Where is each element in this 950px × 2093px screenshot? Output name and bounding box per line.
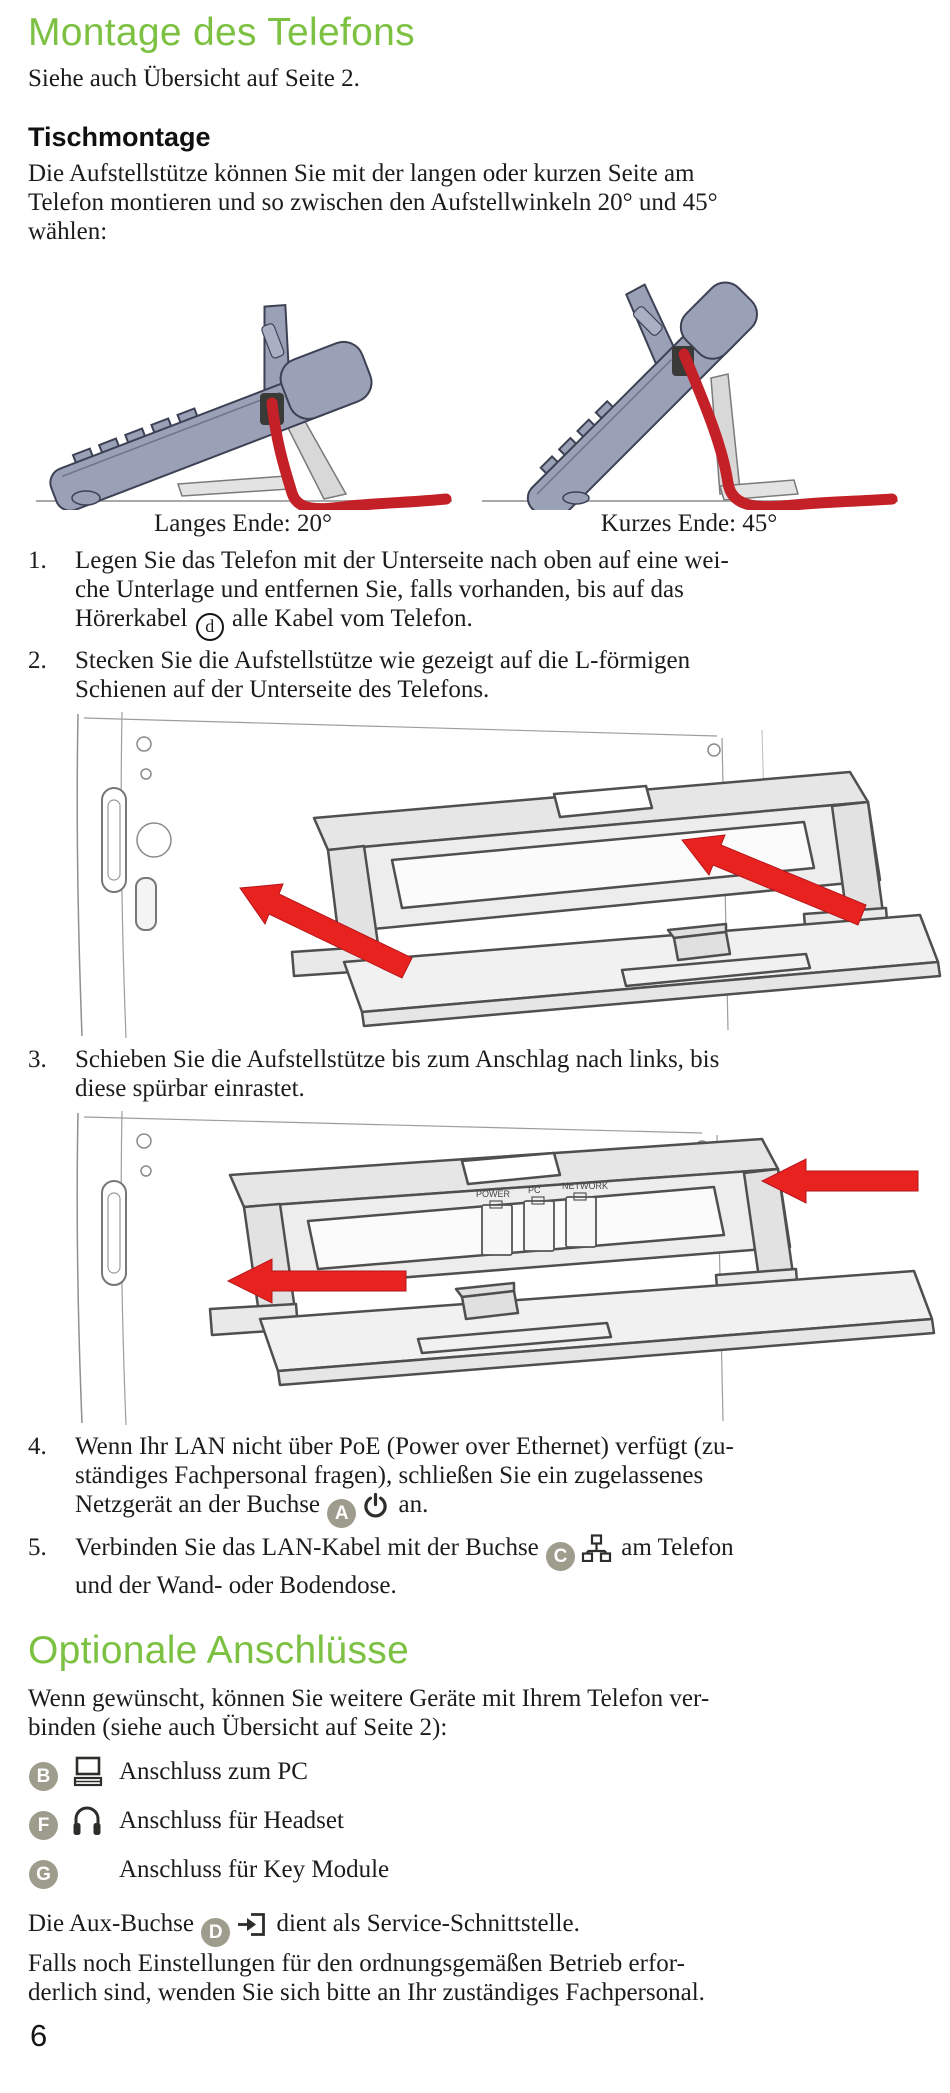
desk-stand xyxy=(290,770,942,1028)
connection-ports: POWER PC NETWORK xyxy=(476,1181,608,1256)
step-text: Legen Sie das Telefon mit der Unterseite… xyxy=(75,546,920,641)
optional-intro: Wenn gewünscht, können Sie weitere Gerät… xyxy=(28,1685,710,1741)
socket-c-badge: C xyxy=(546,1542,576,1571)
socket-a-badge: A xyxy=(327,1499,357,1528)
phone-20deg-figure xyxy=(36,303,452,510)
mounting-steps: 1. Legen Sie das Telefon mit der Unterse… xyxy=(28,546,942,1600)
connection-label: Anschluss für Headset xyxy=(119,1807,344,1834)
step-5: 5. Verbinden Sie das LAN-Kabel mit der B… xyxy=(28,1533,920,1600)
connection-label: Anschluss für Key Module xyxy=(119,1856,390,1883)
figure-long-end: Langes Ende: 20° xyxy=(28,258,458,538)
service-note: Falls noch Einstellungen für den ordnung… xyxy=(28,1950,705,2006)
handset-cable xyxy=(266,397,452,510)
step-1: 1. Legen Sie das Telefon mit der Unterse… xyxy=(28,546,920,641)
montage-subtitle: Siehe auch Übersicht auf Seite 2. xyxy=(28,65,360,92)
step-3: 3. Schieben Sie die Aufstellstütze bis z… xyxy=(28,1045,920,1103)
red-arrow-right-icon xyxy=(760,1158,919,1204)
step-text: Verbinden Sie das LAN-Kabel mit der Buch… xyxy=(75,1533,920,1600)
socket-d-badge: D xyxy=(201,1918,231,1947)
handset-cord-d-icon: d xyxy=(195,613,224,641)
step-2: 2. Stecken Sie die Aufstellstütze wie ge… xyxy=(28,646,920,704)
phone-body xyxy=(49,303,373,510)
port-label-network: NETWORK xyxy=(562,1181,608,1191)
step-text-segment: Wenn Ihr LAN nicht über PoE (Power over … xyxy=(75,1433,734,1518)
step-text-segment: am Telefon und der Wand- oder Bodendose. xyxy=(75,1534,734,1599)
badge-cell: G xyxy=(28,1852,71,1889)
step-number: 3. xyxy=(28,1046,47,1073)
badge-cell: B xyxy=(28,1754,71,1791)
optional-connections-section: Optionale Anschlüsse Wenn gewünscht, kön… xyxy=(28,1628,920,2007)
network-icon xyxy=(581,1534,612,1569)
connection-row-pc: B Anschluss zum PC xyxy=(28,1753,920,1791)
step-4: 4. Wenn Ihr LAN nicht über PoE (Power ov… xyxy=(28,1432,920,1528)
power-icon xyxy=(362,1492,389,1526)
rail-slot xyxy=(135,877,157,931)
desk-mount-heading: Tischmontage xyxy=(28,122,211,152)
step-text-segment: Verbinden Sie das LAN-Kabel mit der Buch… xyxy=(75,1534,546,1561)
aux-port-icon xyxy=(236,1911,267,1946)
step-text: Schieben Sie die Aufstellstütze bis zum … xyxy=(75,1046,720,1102)
socket-g-badge: G xyxy=(29,1859,58,1889)
connection-label: Anschluss zum PC xyxy=(119,1758,308,1785)
step-number: 2. xyxy=(28,647,47,674)
red-arrow-left-icon xyxy=(226,1258,407,1304)
connection-row-key-module: G Anschluss für Key Module xyxy=(28,1851,920,1889)
socket-f-badge: F xyxy=(29,1810,58,1840)
stand-mounting-drawing xyxy=(62,710,942,1040)
step-text-segment: alle Kabel vom Telefon. xyxy=(225,605,473,632)
handset-cable xyxy=(678,348,898,510)
figure-short-end: Kurzes Ende: 45° xyxy=(474,258,904,538)
desk-mount-intro: Die Aufstellstütze können Sie mit der la… xyxy=(28,160,718,245)
step-text: Stecken Sie die Aufstellstütze wie gezei… xyxy=(75,647,691,703)
badge-cell: F xyxy=(28,1803,71,1840)
desk-stand xyxy=(208,1137,936,1387)
step-number: 4. xyxy=(28,1433,47,1460)
port-label-power: POWER xyxy=(476,1189,511,1199)
stand-locking-drawing: POWER PC NETWORK xyxy=(62,1109,942,1427)
pc-icon xyxy=(71,1756,119,1788)
phone-45deg-figure xyxy=(482,281,898,510)
aux-note: Die Aux-Buchse D dient als Service-Schni… xyxy=(28,1909,920,1947)
stand-foot xyxy=(176,475,291,497)
stand-mounting-illustration xyxy=(62,710,942,1040)
angle-figures: Langes Ende: 20° xyxy=(28,258,920,538)
connection-row-headset: F Anschluss für Headset xyxy=(28,1802,920,1840)
port-label-pc: PC xyxy=(528,1185,541,1195)
headset-icon xyxy=(71,1804,119,1838)
stand-locking-illustration: POWER PC NETWORK xyxy=(62,1109,942,1427)
caption-short-end: Kurzes Ende: 45° xyxy=(600,510,778,537)
caption-long-end: Langes Ende: 20° xyxy=(153,510,332,537)
section-title-optional: Optionale Anschlüsse xyxy=(28,1629,410,1672)
step-number: 1. xyxy=(28,547,47,574)
socket-b-badge: B xyxy=(29,1761,58,1791)
section-title-montage: Montage des Telefons xyxy=(28,11,415,54)
page-content: Montage des Telefons Siehe auch Übersich… xyxy=(28,11,942,2007)
step-text-segment: Legen Sie das Telefon mit der Unterseite… xyxy=(75,547,729,632)
page-number: 6 xyxy=(30,2018,48,2053)
step-text-segment: an. xyxy=(392,1491,429,1518)
aux-text-segment: Die Aux-Buchse xyxy=(28,1910,201,1937)
red-arrow-left-icon xyxy=(239,883,413,979)
aux-text-segment: dient als Service-Schnittstelle. xyxy=(270,1910,580,1937)
step-text: Wenn Ihr LAN nicht über PoE (Power over … xyxy=(75,1432,920,1528)
red-arrow-right-icon xyxy=(681,834,867,926)
step-number: 5. xyxy=(28,1534,47,1561)
